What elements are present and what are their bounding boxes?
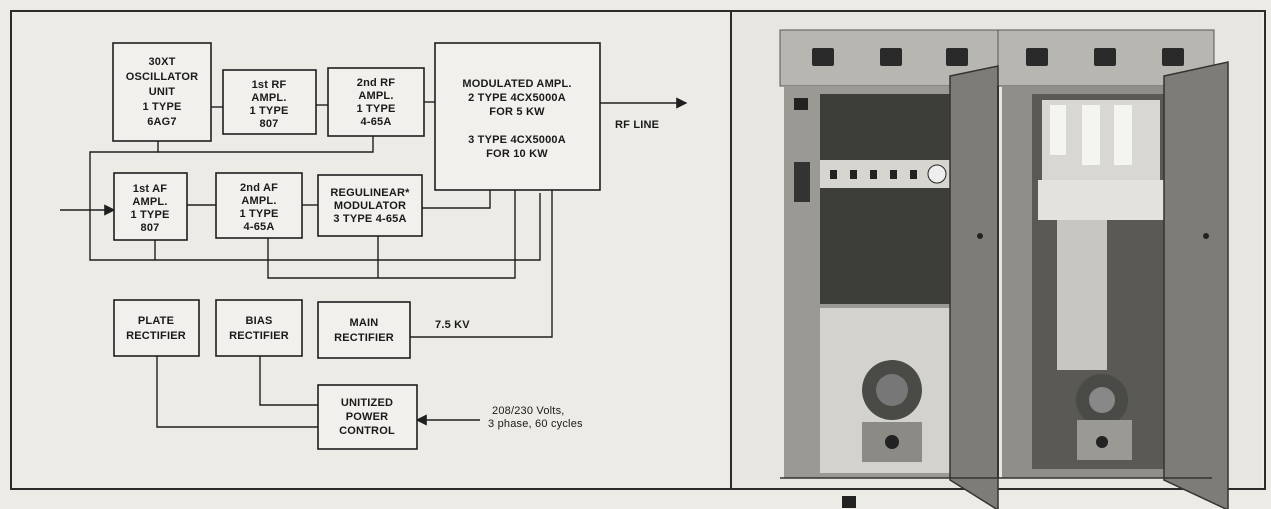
oscillator-line-1: 30XT (148, 56, 175, 68)
block-unitized-power-control: UNITIZED POWER CONTROL (318, 385, 417, 449)
supply-label-line-1: 208/230 Volts, (492, 405, 565, 417)
af2-line-4: 4-65A (244, 221, 275, 233)
af2-line-3: 1 TYPE (239, 208, 278, 220)
modamp-line-5: 3 TYPE 4CX5000A (468, 134, 566, 146)
regulinear-line-3: 3 TYPE 4-65A (333, 213, 406, 225)
rf2-line-4: 4-65A (361, 116, 392, 128)
plate-line-1: PLATE (138, 315, 174, 327)
rf1-line-4: 807 (260, 118, 279, 130)
rf2-line-1: 2nd RF (357, 77, 396, 89)
block-main-rectifier: MAIN RECTIFIER (318, 302, 410, 358)
block-2nd-af-ampl: 2nd AF AMPL. 1 TYPE 4-65A (216, 173, 302, 238)
block-regulinear-modulator: REGULINEAR* MODULATOR 3 TYPE 4-65A (318, 175, 422, 236)
modamp-line-2: 2 TYPE 4CX5000A (468, 92, 566, 104)
af1-line-2: AMPL. (132, 196, 167, 208)
bias-line-2: RECTIFIER (229, 330, 289, 342)
supply-label-line-2: 3 phase, 60 cycles (488, 418, 583, 430)
rf1-line-3: 1 TYPE (249, 105, 288, 117)
modamp-line-3: FOR 5 KW (489, 106, 545, 118)
block-bias-rectifier: BIAS RECTIFIER (216, 300, 302, 356)
block-2nd-rf-ampl: 2nd RF AMPL. 1 TYPE 4-65A (328, 68, 424, 136)
power-line-2: POWER (346, 411, 389, 423)
rf1-line-2: AMPL. (251, 92, 286, 104)
right-door (1164, 62, 1228, 509)
oscillator-line-4: 1 TYPE (142, 101, 181, 113)
main-line-1: MAIN (350, 317, 379, 329)
transmitter-cabinet-photo (732, 10, 1262, 509)
oscillator-line-3: UNIT (149, 86, 176, 98)
bias-line-1: BIAS (245, 315, 272, 327)
voltage-label: 7.5 KV (435, 319, 470, 331)
modamp-line-6: FOR 10 KW (486, 148, 548, 160)
main-line-2: RECTIFIER (334, 332, 394, 344)
rf2-line-2: AMPL. (358, 90, 393, 102)
af1-line-3: 1 TYPE (130, 209, 169, 221)
left-door (950, 66, 998, 509)
oscillator-line-2: OSCILLATOR (126, 71, 198, 83)
rf2-line-3: 1 TYPE (356, 103, 395, 115)
block-1st-af-ampl: 1st AF AMPL. 1 TYPE 807 (114, 173, 187, 240)
rf1-line-1: 1st RF (252, 79, 287, 91)
block-modulated-ampl: MODULATED AMPL. 2 TYPE 4CX5000A FOR 5 KW… (435, 43, 600, 190)
power-line-1: UNITIZED (341, 397, 393, 409)
af1-line-4: 807 (141, 222, 160, 234)
oscillator-line-5: 6AG7 (147, 116, 177, 128)
plate-line-2: RECTIFIER (126, 330, 186, 342)
block-diagram: 30XT OSCILLATOR UNIT 1 TYPE 6AG7 1st RF … (10, 10, 740, 490)
af1-line-1: 1st AF (133, 183, 167, 195)
block-oscillator-unit: 30XT OSCILLATOR UNIT 1 TYPE 6AG7 (113, 43, 211, 141)
block-1st-rf-ampl: 1st RF AMPL. 1 TYPE 807 (223, 70, 316, 134)
rf-line-label: RF LINE (615, 119, 659, 131)
regulinear-line-2: MODULATOR (334, 200, 406, 212)
block-plate-rectifier: PLATE RECTIFIER (114, 300, 199, 356)
modamp-line-1: MODULATED AMPL. (462, 78, 571, 90)
power-line-3: CONTROL (339, 425, 395, 437)
regulinear-line-1: REGULINEAR* (330, 187, 410, 199)
af2-line-2: AMPL. (241, 195, 276, 207)
af2-line-1: 2nd AF (240, 182, 278, 194)
